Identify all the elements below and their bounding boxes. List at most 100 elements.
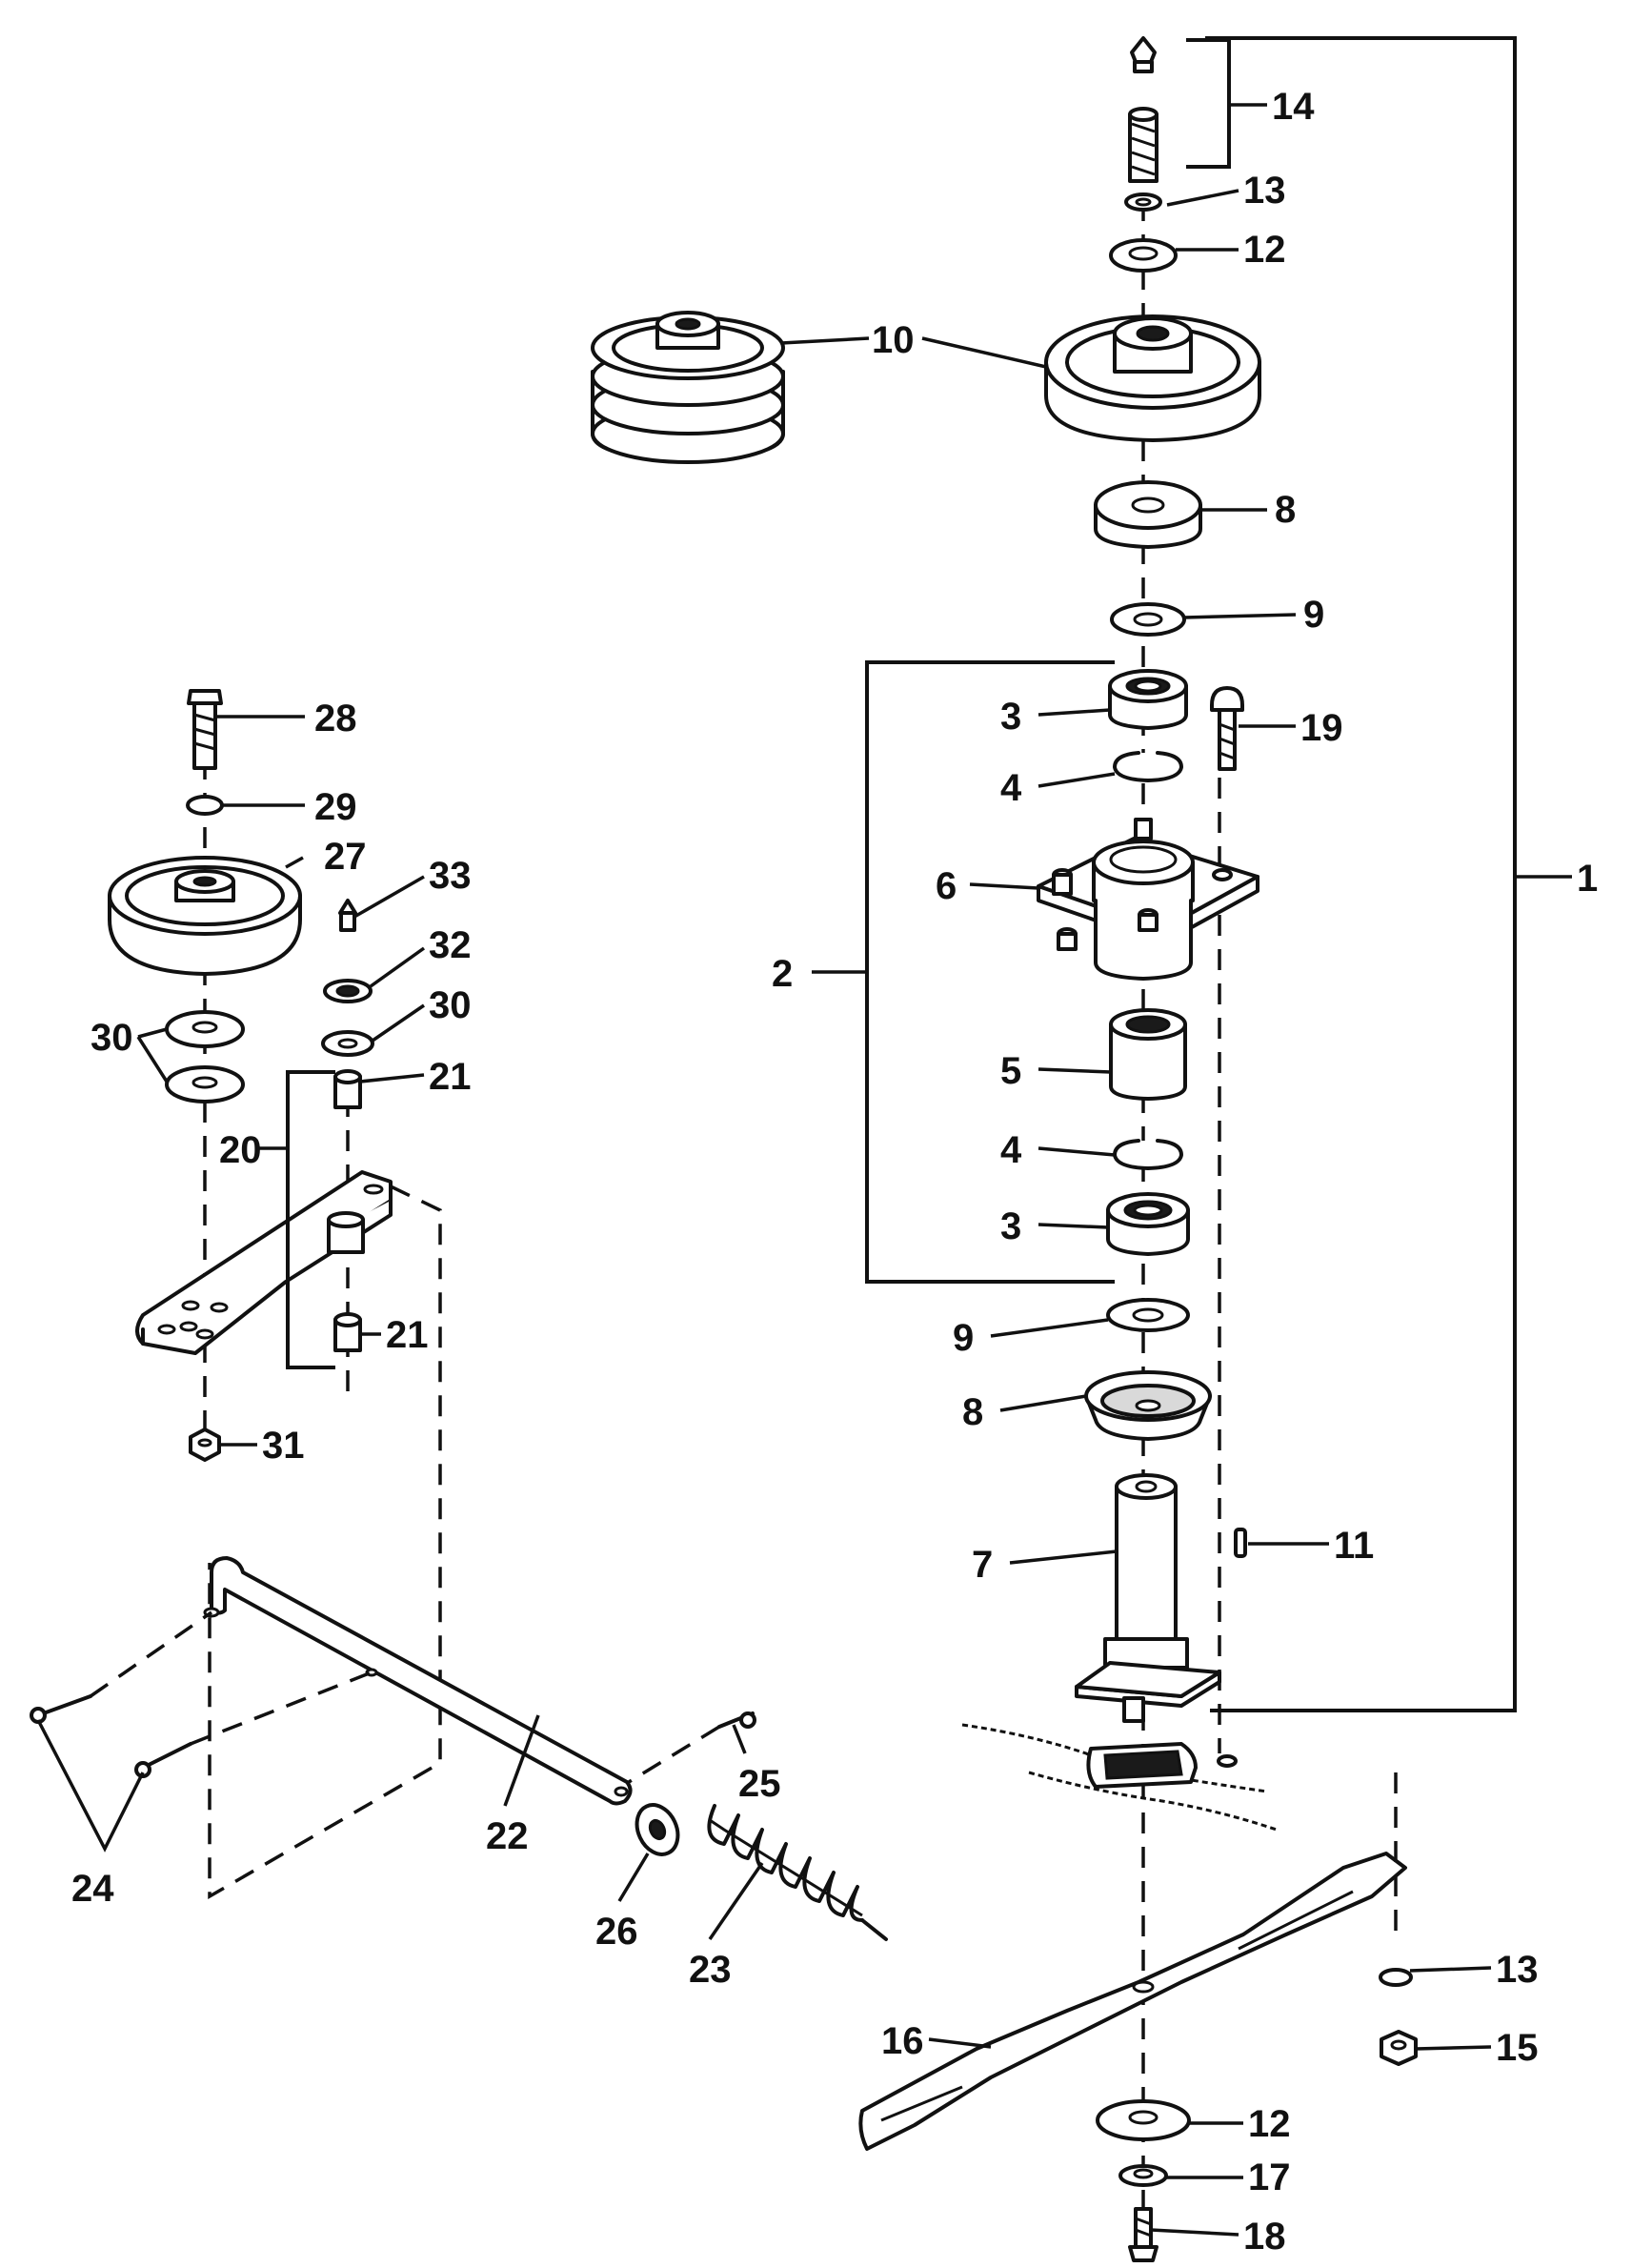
- callout-7: 7: [972, 1544, 993, 1586]
- part-28-idler-bolt: [187, 689, 223, 770]
- part-23-tension-spring: [707, 1804, 888, 1941]
- callout-11: 11: [1334, 1525, 1374, 1567]
- callout-32: 32: [429, 924, 472, 966]
- part-22-tension-rod: [203, 1556, 633, 1806]
- callout-25: 25: [738, 1763, 781, 1805]
- part-32-seal-washer: [323, 979, 373, 1003]
- leader-13-bottom: [1409, 1966, 1492, 1973]
- pin-guide-2: [190, 1671, 373, 1746]
- part-30-pivot-washer: [321, 1030, 374, 1057]
- callout-1: 1: [1577, 858, 1598, 900]
- part-12-flat-washer: [1109, 238, 1178, 273]
- leader-21-top: [359, 1073, 425, 1083]
- callout-31: 31: [262, 1425, 305, 1467]
- idler-arm: [135, 1170, 393, 1355]
- pin-guide-1: [90, 1610, 212, 1698]
- leader-6: [969, 882, 1039, 890]
- callout-29: 29: [314, 786, 357, 828]
- callout-5: 5: [1000, 1050, 1021, 1092]
- part-27-idler-pulley: [108, 856, 302, 976]
- leader-4-top: [1038, 772, 1116, 788]
- callout-21-top: 21: [429, 1056, 472, 1098]
- callout-4-top: 4: [1000, 767, 1022, 809]
- part-8-lower-hub: [1084, 1370, 1212, 1441]
- part-19-carriage-bolt: [1210, 686, 1244, 771]
- assembly-guide-box: [208, 1185, 442, 1900]
- callout-18: 18: [1243, 2216, 1286, 2258]
- callout-8-bottom: 8: [962, 1391, 983, 1433]
- callout-21-bottom: 21: [386, 1314, 429, 1356]
- bracket-1: [1205, 36, 1517, 1712]
- part-12-blade-washer: [1096, 2099, 1191, 2141]
- leader-26: [617, 1853, 650, 1902]
- callout-17: 17: [1248, 2157, 1291, 2198]
- part-26-spring-washer: [635, 1803, 680, 1856]
- part-9-spacer-washer: [1110, 602, 1186, 637]
- bracket-2: [865, 660, 1115, 1284]
- part-4-lower-snap-ring: [1113, 1139, 1183, 1170]
- part-18-blade-bolt: [1128, 2207, 1159, 2262]
- clip-guide: [628, 1725, 720, 1784]
- part-3-upper-bearing: [1108, 669, 1188, 730]
- callout-19: 19: [1300, 707, 1343, 749]
- callout-6: 6: [936, 865, 957, 907]
- part-33-grease-fitting: [338, 899, 357, 932]
- mower-deck-fragment: [961, 1723, 1278, 1832]
- callout-30-left: 30: [91, 1017, 133, 1059]
- callout-28: 28: [314, 698, 357, 739]
- callout-3-top: 3: [1000, 696, 1021, 738]
- part-13-lower-lock-washer: [1379, 1968, 1413, 1987]
- callout-20: 20: [219, 1129, 262, 1171]
- part-11-woodruff-key: [1234, 1528, 1247, 1558]
- leader-23: [708, 1862, 764, 1940]
- callout-13-top: 13: [1243, 170, 1286, 212]
- leader-3-bottom: [1038, 1223, 1109, 1229]
- part-6-spindle-housing: [1037, 818, 1259, 981]
- leader-24: [36, 1719, 145, 1853]
- part-9-lower-spacer-washer: [1106, 1298, 1190, 1332]
- part-24-cotter-pins: [30, 1694, 192, 1778]
- callout-2: 2: [772, 953, 793, 995]
- leader-7: [1009, 1549, 1118, 1565]
- part-21-upper-bushing: [333, 1069, 362, 1109]
- callout-14: 14: [1272, 86, 1315, 128]
- leader-32: [369, 946, 426, 988]
- part-21-lower-bushing: [333, 1312, 362, 1352]
- part-17-lock-washer: [1118, 2164, 1168, 2187]
- callout-4-bottom: 4: [1000, 1129, 1022, 1171]
- leader-30-right: [372, 1003, 425, 1043]
- part-10-double-pulley: [591, 311, 785, 464]
- part-29-lock-washer: [186, 795, 224, 816]
- leader-5: [1038, 1067, 1112, 1074]
- callout-3-bottom: 3: [1000, 1205, 1021, 1247]
- part-25-hairpin-clip: [717, 1711, 756, 1729]
- part-3-lower-bearing: [1106, 1192, 1190, 1256]
- callout-9-bottom: 9: [953, 1317, 974, 1359]
- leader-4-bottom: [1038, 1146, 1116, 1157]
- callout-12-bottom: 12: [1248, 2103, 1291, 2145]
- part-7-spindle-shaft: [1075, 1473, 1221, 1723]
- leader-10-right: [921, 336, 1047, 369]
- callout-9-top: 9: [1303, 594, 1324, 636]
- part-5-bearing-spacer: [1109, 1008, 1187, 1101]
- leader-16: [928, 2037, 992, 2049]
- callout-22: 22: [486, 1815, 529, 1857]
- part-13-lock-washer: [1124, 192, 1162, 212]
- part-31-hex-nut: [189, 1428, 221, 1462]
- part-14-grease-fitting-bolt: [1128, 36, 1159, 183]
- callout-24: 24: [71, 1868, 114, 1910]
- callout-33: 33: [429, 855, 472, 897]
- callout-12-top: 12: [1243, 229, 1286, 271]
- leader-27: [285, 856, 304, 869]
- part-8-upper-hub: [1094, 480, 1202, 549]
- leader-9-top: [1183, 613, 1297, 619]
- callout-13-bottom: 13: [1496, 1949, 1539, 1991]
- callout-27: 27: [324, 836, 367, 878]
- leader-25: [732, 1724, 747, 1754]
- callout-26: 26: [595, 1911, 638, 1953]
- part-30-spacer-washers: [165, 1010, 245, 1104]
- callout-8-top: 8: [1275, 489, 1296, 531]
- leader-8-bottom: [999, 1394, 1087, 1412]
